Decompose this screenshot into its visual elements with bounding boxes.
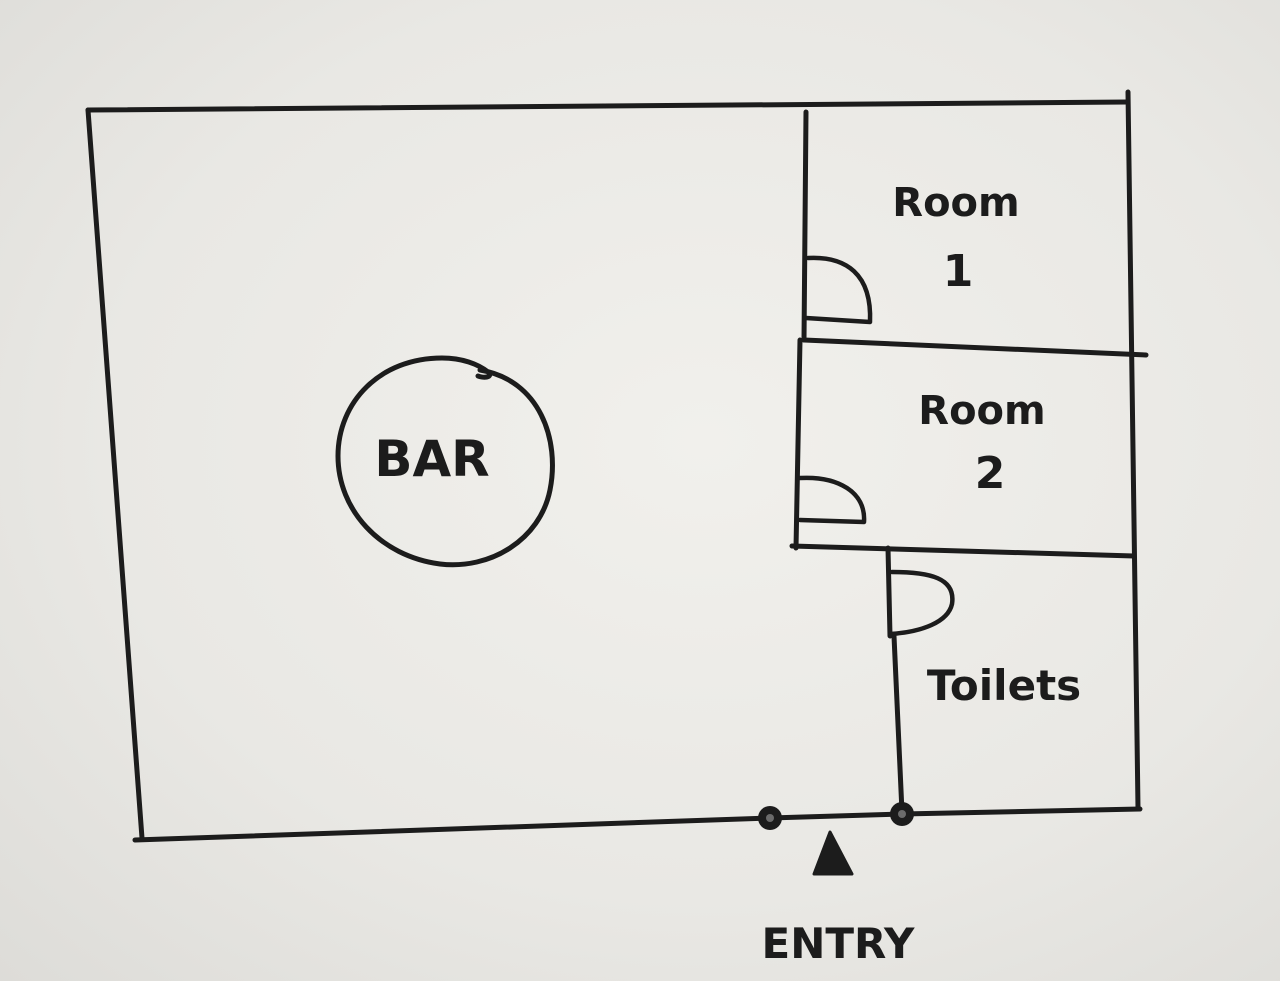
room1-left-wall	[801, 109, 809, 343]
room1-label-number: 1	[943, 246, 974, 297]
outer-wall-bottom-right	[899, 806, 1143, 817]
toilets-label: Toilets	[927, 661, 1081, 710]
entry-hinge-right-dot-icon	[890, 802, 914, 826]
bar-label: BAR	[374, 430, 489, 488]
entry-triangle-up-icon	[812, 830, 854, 876]
room2-bottom-wall	[789, 543, 1137, 559]
entry-label: ENTRY	[762, 919, 916, 968]
outer-wall-bottom-middle	[767, 811, 905, 821]
room2-label-number: 2	[975, 448, 1006, 499]
outer-wall-top	[85, 99, 1131, 113]
room2-door	[797, 475, 867, 525]
toilets-door	[887, 569, 955, 637]
bar-circle	[335, 355, 555, 568]
room1-bottom-wall	[801, 337, 1149, 358]
entry-hinge-left-dot-icon	[758, 806, 782, 830]
toilets-left-wall	[885, 545, 905, 815]
outer-wall-bottom-left	[132, 815, 773, 843]
outer-wall-left	[85, 107, 145, 841]
room1-label-word: Room	[892, 180, 1019, 226]
room2-label-word: Room	[918, 388, 1045, 434]
room1-door	[803, 255, 873, 325]
room2-left-wall	[793, 337, 803, 551]
outer-wall-right	[1125, 89, 1141, 811]
